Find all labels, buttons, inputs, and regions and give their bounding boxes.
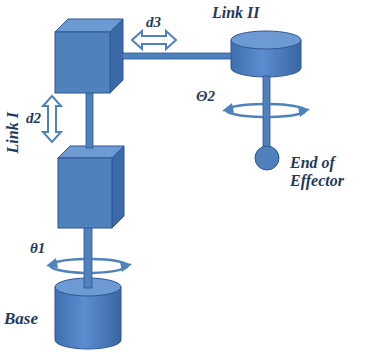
double-arrow — [43, 96, 61, 142]
dimension-label: d2 — [26, 110, 41, 127]
lower-joint-cube — [58, 146, 124, 228]
dimension-label: d3 — [146, 14, 161, 31]
link-label: Link II — [212, 4, 260, 22]
effector-ball — [255, 146, 279, 170]
part-label: Base — [4, 310, 38, 329]
part-label: End of Effector — [290, 154, 370, 189]
arm-rod — [122, 53, 234, 59]
rod — [263, 76, 270, 148]
wrist-cylinder — [231, 31, 301, 77]
angle-label: θ1 — [30, 240, 45, 257]
rotation-ring — [46, 258, 132, 273]
rod — [86, 90, 93, 148]
link-label: Link I — [4, 112, 22, 153]
base-cylinder — [55, 278, 121, 349]
upper-joint-cube — [55, 19, 123, 93]
angle-label: Θ2 — [196, 88, 215, 105]
rotation-ring — [222, 103, 310, 117]
rod — [84, 226, 92, 288]
double-arrow — [132, 31, 176, 49]
